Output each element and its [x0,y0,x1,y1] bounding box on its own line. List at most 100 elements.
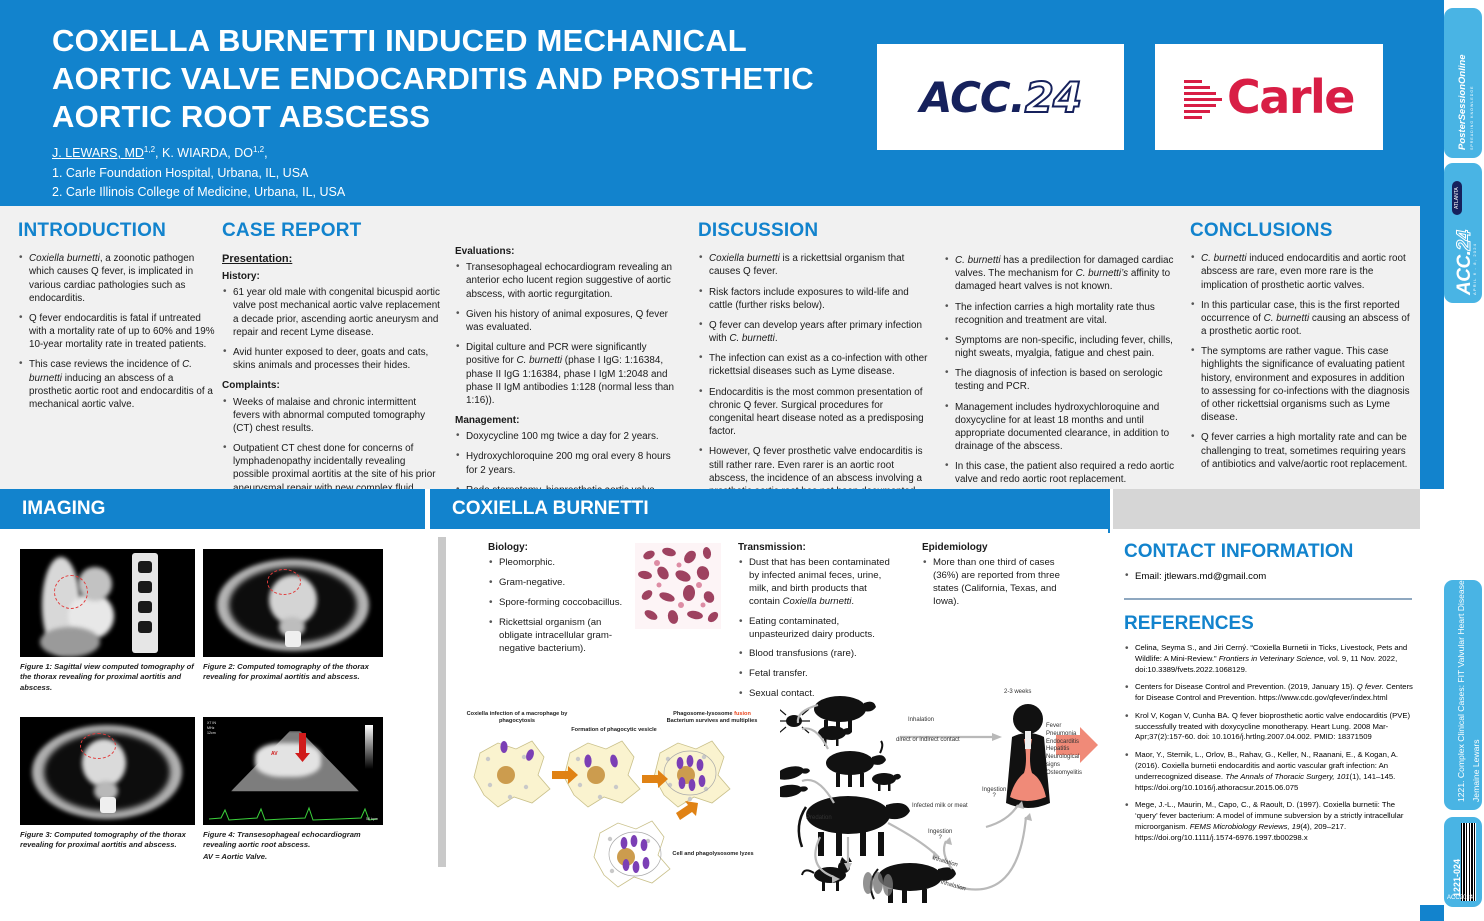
top-content-band: INTRODUCTION Coxiella burnetti, a zoonot… [0,206,1420,556]
barcode [1461,823,1476,901]
conclusions-heading: CONCLUSIONS [1190,220,1333,241]
section-contact: CONTACT INFORMATION Email: jtlewars.md@g… [1124,541,1414,586]
list-item: Eating contaminated, unpasteurized dairy… [738,615,890,642]
list-item: The infection can exist as a co-infectio… [698,351,930,378]
contact-list: Email: jtlewars.md@gmail.com [1124,570,1414,582]
imaging-band: IMAGING [0,489,425,529]
epidemiology-list: More than one third of cases (36%) are r… [922,556,1068,608]
references-heading: REFERENCES [1124,613,1254,634]
figure-4-caption-note: AV = Aortic Valve. [203,851,268,861]
epidemiology-label: Epidemiology [922,542,988,553]
macrophage-step2-label: Formation of phagocytic vesicle [571,727,657,733]
list-item: Sexual contact. [738,687,890,701]
figure-1: Figure 1: Sagittal view computed tomogra… [20,549,195,693]
figure-1-caption: Figure 1: Sagittal view computed tomogra… [20,662,194,692]
list-item: Endocarditis is the most common presenta… [698,385,930,439]
list-item: C. burnetti has a predilection for damag… [944,253,1176,294]
postersessiononline-badge: PosterSessionOnline SPREADING KNOWLEDGE [1444,8,1482,158]
postersessiononline-tagline: SPREADING KNOWLEDGE [1470,85,1474,150]
evaluations-label: Evaluations: [455,246,515,257]
list-item: C. burnetti induced endocarditis and aor… [1190,251,1412,292]
evaluations-list: Transesophageal echocardiogram revealing… [455,260,675,407]
section-conclusions: CONCLUSIONS C. burnetti induced endocard… [1190,218,1412,478]
lead-author: J. LEWARS, MD [52,146,144,161]
vertical-divider [1106,489,1110,533]
list-item: Fetal transfer. [738,667,890,681]
section-discussion-continued: C. burnetti has a predilection for damag… [944,253,1176,494]
case-report-heading: CASE REPORT [222,220,362,241]
acc24-sidebar-badge: ACC.24 APRIL 6 - 8, 2024 ATLANTA [1444,163,1482,303]
list-item: Celina, Seyma S., and Jiri Cerný. “Coxie… [1124,642,1416,675]
figure-4-caption: Figure 4: Transesophageal echocardiogram… [203,830,361,850]
incubation-label: 2-3 weeks [1004,689,1032,695]
figure-3-image [20,717,195,825]
infected-milk-label: Infected milk or meat [912,803,968,809]
list-item: Given his history of animal exposures, Q… [455,307,675,334]
list-item: Doxycycline 100 mg twice a day for 2 yea… [455,429,675,443]
contact-heading: CONTACT INFORMATION [1124,541,1354,562]
author-sup-2: 1,2 [252,145,265,154]
session-title: 1221. Complex Clinical Cases: FIT Valvul… [1456,568,1466,802]
list-item: Rickettsial organism (an obligate intrac… [488,616,628,656]
list-item: Weeks of malaise and chronic intermitten… [222,395,444,436]
coxiella-content: Biology: Pleomorphic. Gram-negative. Spo… [430,529,1108,913]
transmission-block: Transmission: Dust that has been contami… [738,541,890,708]
contact-band [1113,489,1420,529]
acc24-logo-text: ACC.24 [919,72,1083,123]
section-introduction: INTRODUCTION Coxiella burnetti, a zoonot… [18,218,218,418]
list-item: Mege, J.-L., Maurin, M., Capo, C., & Rao… [1124,799,1416,843]
affiliation-2: 2. Carle Illinois College of Medicine, U… [52,184,346,199]
acc24-city-pill: ATLANTA [1448,181,1466,215]
inhalation-label: Inhalation [908,717,935,723]
introduction-list: Coxiella burnetti, a zoonotic pathogen w… [18,251,218,411]
carle-logo-text: Carle [1227,70,1355,124]
session-badge: 1221. Complex Clinical Cases: FIT Valvul… [1444,568,1482,810]
biology-list: Pleomorphic. Gram-negative. Spore-formin… [488,556,628,656]
coxiella-accent-bar [438,537,446,867]
macrophage-step1-label: Coxiella infection of a macrophage by ph… [466,711,568,724]
discussion-heading: DISCUSSION [698,220,819,241]
epidemiology-block: Epidemiology More than one third of case… [922,541,1068,616]
author-block: J. LEWARS, MD1,2, K. WIARDA, DO1,2, 1. C… [52,144,852,202]
section-references: REFERENCES Celina, Seyma S., and Jiri Ce… [1124,613,1416,851]
ingestion-label-1: Ingestion ? [928,829,953,841]
list-item: 61 year old male with congenital bicuspi… [222,285,444,339]
history-label: History: [222,270,260,282]
acc24-sidebar-dates: APRIL 6 - 8, 2024 [1472,242,1477,295]
history-list: 61 year old male with congenital bicuspi… [222,285,444,372]
list-item: Coxiella burnetti is a rickettsial organ… [698,251,930,278]
symptoms-label: Fever Pneumonia Endocarditis Hepatitis N… [1046,723,1083,776]
macrophage-lifecycle-diagram: Coxiella infection of a macrophage by ph… [458,711,778,906]
bacteria-micrograph [635,543,721,629]
figure-2-image [203,549,383,657]
page-title: COXIELLA BURNETTI INDUCED MECHANICAL AOR… [52,23,814,134]
poster-header: COXIELLA BURNETTI INDUCED MECHANICAL AOR… [0,0,1420,206]
carle-logo: Carle [1155,44,1383,150]
list-item: Risk factors include exposures to wild-l… [698,285,930,312]
list-item: Dust that has been contaminated by infec… [738,556,890,608]
references-list: Celina, Seyma S., and Jiri Cerný. “Coxie… [1124,642,1416,844]
list-item: Coxiella burnetti, a zoonotic pathogen w… [18,251,218,305]
coauthor: , K. WIARDA, DO [155,146,253,161]
list-item: Gram-negative. [488,576,628,590]
figure-2-caption: Figure 2: Computed tomography of the tho… [203,662,369,682]
imaging-heading: IMAGING [22,498,106,519]
list-item: In this particular case, this is the fir… [1190,298,1412,339]
figure-3-caption: Figure 3: Computed tomography of the tho… [20,830,186,850]
biology-label: Biology: [488,542,528,553]
list-item: Blood transfusions (rare). [738,647,890,661]
discussion-list-right: C. burnetti has a predilection for damag… [944,253,1176,487]
list-item: Spore-forming coccobacillus. [488,596,628,610]
macrophage-step4-label: Cell and phagolysosome lyzes [672,851,754,857]
list-item: Q fever can develop years after primary … [698,318,930,345]
author-sup-1: 1,2 [143,145,156,154]
transmission-label: Transmission: [738,542,806,553]
list-item: Hydroxychloroquine 200 mg oral every 8 h… [455,449,675,476]
figure-3: Figure 3: Computed tomography of the tho… [20,717,195,851]
discussion-list-left: Coxiella burnetti is a rickettsial organ… [698,251,930,511]
coxiella-heading: COXIELLA BURNETTI [452,498,649,519]
contact-email[interactable]: Email: jtlewars.md@gmail.com [1124,570,1414,582]
list-item: Pleomorphic. [488,556,628,570]
